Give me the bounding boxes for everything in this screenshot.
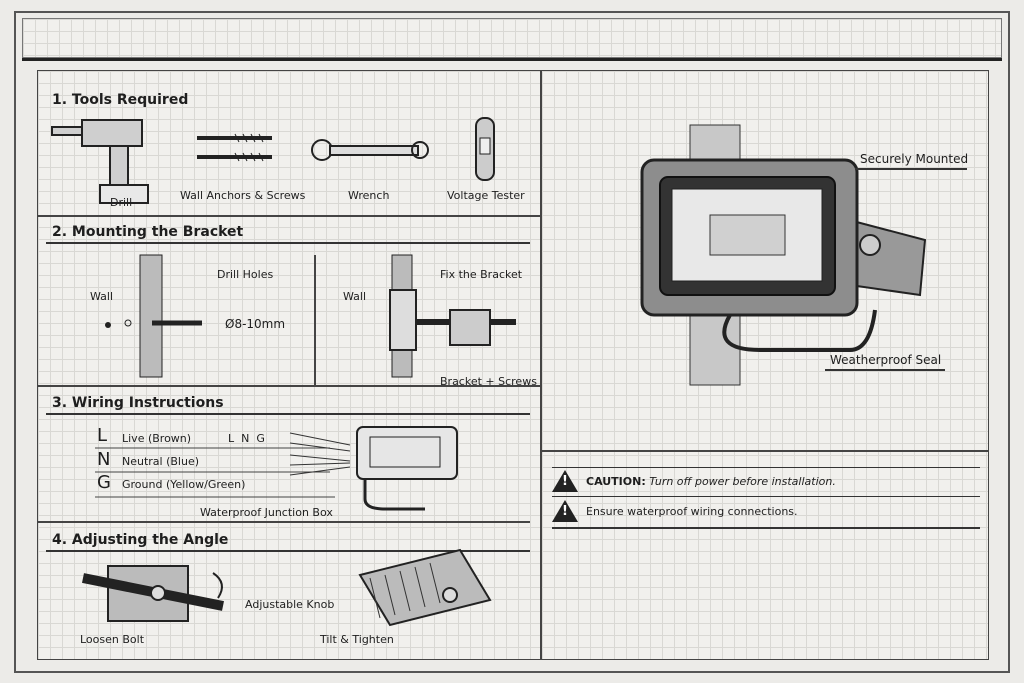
caution-text: Turn off power before installation.	[649, 474, 836, 488]
title-underline	[46, 242, 530, 244]
voltage-tester-icon	[475, 117, 495, 181]
section-title-tools: 1. Tools Required	[52, 92, 189, 108]
tool-label-drill: Drill	[110, 196, 133, 209]
screws-icon	[197, 133, 272, 162]
column-divider	[314, 255, 316, 385]
wire-letter-n: N	[97, 449, 111, 470]
tilt-tighten-illustration	[358, 548, 492, 627]
drill-icon	[51, 119, 149, 204]
label-underline	[825, 369, 945, 371]
title-underline	[46, 550, 530, 552]
tool-label-wrench: Wrench	[348, 189, 390, 202]
waterproof-text: Ensure waterproof wiring connections.	[586, 504, 798, 518]
wrench-icon	[311, 139, 429, 161]
tool-label-screws: Wall Anchors & Screws	[180, 189, 306, 202]
loosen-bolt-label: Loosen Bolt	[80, 633, 145, 646]
rule	[552, 527, 980, 529]
title-underline	[46, 413, 530, 415]
drill-holes-illustration	[105, 254, 202, 378]
section-title-angle: 4. Adjusting the Angle	[52, 532, 229, 548]
fix-bracket-label: Fix the Bracket	[440, 268, 523, 281]
rule	[552, 496, 980, 497]
wire-label-ground: Ground (Yellow/Green)	[122, 478, 246, 491]
header-rule	[22, 58, 1002, 61]
diameter-label: Ø8-10mm	[225, 317, 286, 331]
wire-label-neutral: Neutral (Blue)	[122, 455, 200, 468]
warning-icon: !	[552, 500, 578, 522]
section-title-bracket: 2. Mounting the Bracket	[52, 224, 244, 240]
wall-label-2: Wall	[343, 290, 367, 303]
page-border	[14, 11, 1010, 673]
loosen-bolt-illustration	[82, 565, 224, 622]
junction-box-label: Waterproof Junction Box	[200, 506, 333, 519]
rule	[552, 467, 980, 468]
section-divider	[38, 521, 530, 523]
caution-strong: CAUTION:	[586, 474, 646, 488]
drill-holes-label: Drill Holes	[217, 268, 274, 281]
section-divider	[38, 385, 540, 387]
label-underline	[855, 168, 967, 170]
waterproof-warning: ! Ensure waterproof wiring connections.	[552, 500, 798, 522]
wall-label: Wall	[90, 290, 114, 303]
weatherproof-seal-label: Weatherproof Seal	[830, 353, 942, 367]
panel-divider	[542, 450, 988, 452]
header-band	[22, 18, 1002, 58]
bracket-screws-label: Bracket + Screws	[440, 375, 537, 388]
section-title-wiring: 3. Wiring Instructions	[52, 395, 224, 411]
adjustable-knob-label: Adjustable Knob	[245, 598, 335, 611]
wire-letter-g: G	[97, 472, 111, 493]
floodlight-illustration	[640, 124, 927, 386]
junction-box-illustration	[95, 426, 458, 511]
tilt-tighten-label: Tilt & Tighten	[320, 633, 394, 646]
tool-label-voltage-tester: Voltage Tester	[447, 189, 525, 202]
section-divider	[38, 215, 540, 217]
wire-label-live: Live (Brown)	[122, 432, 192, 445]
warning-icon: !	[552, 470, 578, 492]
fix-bracket-illustration	[389, 254, 516, 378]
securely-mounted-label: Securely Mounted	[860, 152, 969, 166]
terminal-labels: L N G	[228, 432, 265, 445]
wire-letter-l: L	[97, 425, 108, 446]
caution-warning: ! CAUTION: Turn off power before install…	[552, 470, 836, 492]
